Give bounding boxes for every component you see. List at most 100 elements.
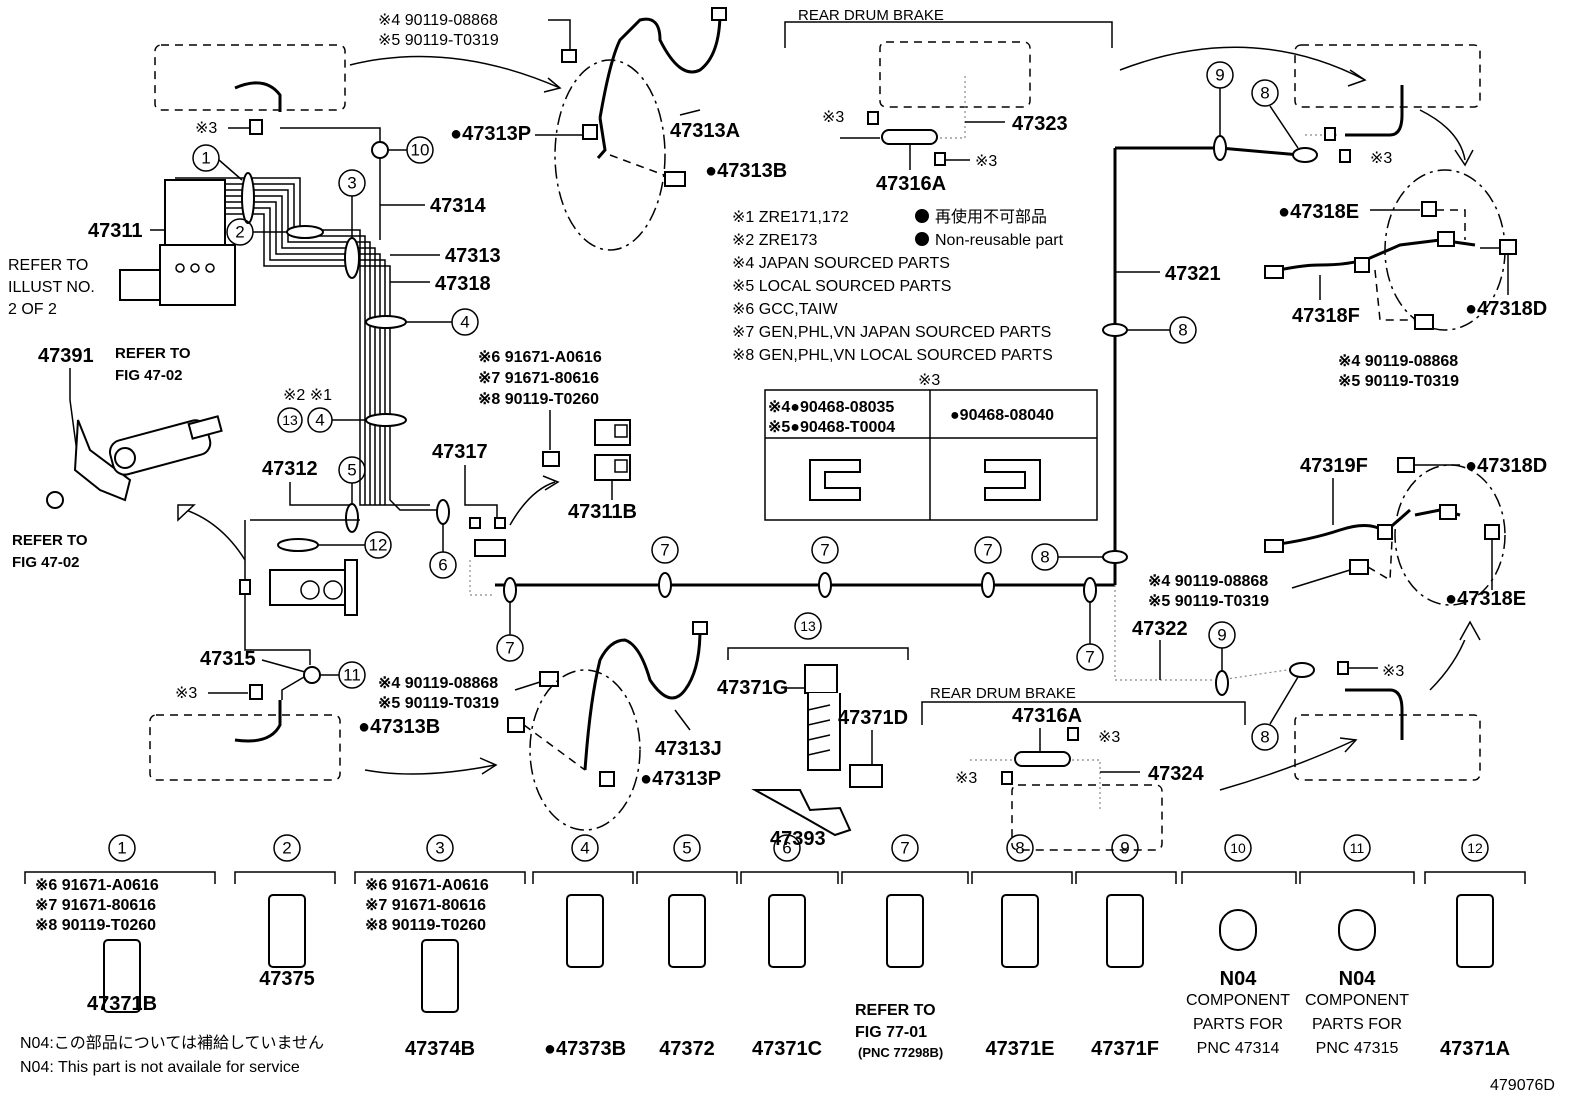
clamp-6 bbox=[436, 499, 450, 525]
legend-callout-num: 3 bbox=[435, 839, 444, 858]
clamp-mid-3: ※8 90119-T0260 bbox=[478, 391, 599, 408]
line-47321-top bbox=[1115, 146, 1301, 157]
flex-hose-47313A bbox=[598, 11, 722, 119]
label-47318D-bottom: ●47318D bbox=[1465, 455, 1547, 477]
dash-link bbox=[609, 154, 673, 179]
legend-bracket bbox=[1075, 871, 1177, 884]
legend-callout-1 bbox=[108, 834, 136, 862]
callout-7-b-num: 7 bbox=[660, 541, 669, 560]
arrow-to-lower-hose bbox=[364, 764, 496, 775]
flex-stub-lr bbox=[1345, 688, 1404, 740]
legend-part-shape bbox=[268, 894, 306, 968]
rear-drum-top-label: REAR DRUM BRAKE bbox=[798, 7, 944, 24]
arrow-head bbox=[479, 757, 498, 775]
label-47313P-bottom: ●47313P bbox=[640, 768, 721, 790]
legend-bracket bbox=[971, 871, 1073, 884]
clamp-8-d bbox=[1289, 662, 1315, 678]
hose-fitting bbox=[1264, 265, 1284, 279]
dash-link bbox=[523, 724, 586, 771]
banjo-47313P bbox=[582, 124, 598, 140]
clamp-5 bbox=[345, 503, 359, 533]
legend-bracket bbox=[1424, 871, 1526, 884]
callout-6-num: 6 bbox=[438, 556, 447, 575]
detail-circle-top bbox=[554, 59, 666, 251]
callout-8-a-num: 8 bbox=[1178, 321, 1187, 340]
callout-bracket bbox=[727, 647, 909, 660]
legend-part-label: N04 bbox=[1339, 968, 1377, 990]
legend-callout-6 bbox=[773, 834, 801, 862]
arrow-to-flex-hose bbox=[349, 55, 561, 89]
callout-7-d-num: 7 bbox=[983, 541, 992, 560]
legend-callout-num: 8 bbox=[1015, 839, 1024, 858]
dash-link bbox=[1367, 539, 1393, 582]
bolt-bl-2: ※5 90119-T0319 bbox=[378, 695, 499, 712]
refer-fig-7701-1: REFER TO bbox=[855, 1002, 936, 1019]
legend-callout-5 bbox=[673, 834, 701, 862]
callout-9-bottom-num: 9 bbox=[1217, 626, 1226, 645]
legend-line-5: ※6 GCC,TAIW bbox=[732, 301, 838, 318]
bolt-47313B-bottom bbox=[507, 717, 525, 733]
clamp-7-b bbox=[658, 572, 672, 598]
legend-part-label: 47371A bbox=[1440, 1038, 1510, 1060]
legend-part-shape bbox=[1456, 894, 1494, 968]
wheel-outline-rear-right bbox=[1294, 44, 1481, 108]
callout-13-num: 13 bbox=[800, 618, 816, 634]
legend-callout-num: 1 bbox=[117, 839, 126, 858]
legend-bracket bbox=[234, 871, 336, 884]
legend-bracket bbox=[24, 871, 216, 884]
bolt-top-left bbox=[561, 49, 577, 63]
callout-1 bbox=[192, 144, 220, 172]
clip-x3-bottom bbox=[249, 684, 263, 700]
label-47313B-bottom: ●47313B bbox=[358, 716, 440, 738]
legend-callout-7 bbox=[891, 834, 919, 862]
clip-lr bbox=[1337, 661, 1349, 675]
table-title: ※3 bbox=[918, 372, 940, 389]
legend-part-shape bbox=[886, 894, 924, 968]
label-47314: 47314 bbox=[430, 195, 486, 217]
callout-13-small-num: 13 bbox=[282, 412, 298, 428]
clamp-9-bottom bbox=[1215, 670, 1229, 696]
legend-line-7: ※8 GEN,PHL,VN LOCAL SOURCED PARTS bbox=[732, 347, 1053, 364]
arrow-head bbox=[177, 504, 196, 522]
refer-fig-bot-2: FIG 47-02 bbox=[12, 554, 80, 571]
label-47311B: 47311B bbox=[568, 501, 637, 523]
clamp-47371G bbox=[804, 664, 841, 771]
footer-id: 479076D bbox=[1490, 1077, 1555, 1094]
x3-label-top: ※3 bbox=[195, 120, 217, 137]
callout-7-b bbox=[651, 536, 679, 564]
legend-part-shape bbox=[1001, 894, 1039, 968]
leader bbox=[1291, 569, 1351, 589]
callout-8-d bbox=[1251, 723, 1279, 751]
leader bbox=[679, 109, 701, 116]
callout-4-small-num: 4 bbox=[315, 411, 324, 430]
x3-drum-top: ※3 bbox=[822, 109, 844, 126]
clamp-4-lower bbox=[365, 413, 407, 427]
bracket-plate bbox=[73, 419, 132, 502]
nonreusable-dot-2 bbox=[915, 232, 929, 246]
callout-4-num: 4 bbox=[460, 313, 469, 332]
legend-line-4: ※5 LOCAL SOURCED PARTS bbox=[732, 278, 951, 295]
wheel-outline-front-left bbox=[154, 44, 346, 111]
legend-bracket bbox=[354, 871, 526, 884]
x2x1-label: ※2 ※1 bbox=[283, 387, 332, 404]
dotted-line bbox=[469, 560, 495, 596]
x3-drum-b: ※3 bbox=[1098, 729, 1120, 746]
label-47318D-top: ●47318D bbox=[1465, 298, 1547, 320]
pipe-47316A-bottom bbox=[1014, 751, 1071, 767]
callout-8-c-num: 8 bbox=[1040, 548, 1049, 567]
clamp-12 bbox=[277, 538, 319, 552]
line-47314 bbox=[280, 127, 381, 148]
bolt-47318E-top bbox=[1421, 201, 1437, 217]
arrow-head bbox=[543, 77, 562, 93]
refer-fig-top-2: FIG 47-02 bbox=[115, 367, 183, 384]
label-47313A: 47313A bbox=[670, 120, 740, 142]
legend-callout-num: 6 bbox=[782, 839, 791, 858]
bolt-lr bbox=[1349, 559, 1369, 575]
legend-callout-11 bbox=[1343, 834, 1371, 862]
legend-bracket bbox=[636, 871, 738, 884]
label-47317: 47317 bbox=[432, 441, 488, 463]
legend-row: 1※6 91671-A0616※7 91671-80616※8 90119-T0… bbox=[24, 834, 1526, 1060]
dotted-line-47322 bbox=[1114, 585, 1301, 681]
clamp-8-a bbox=[1102, 323, 1128, 337]
abs-actuator-47311 bbox=[119, 179, 236, 306]
